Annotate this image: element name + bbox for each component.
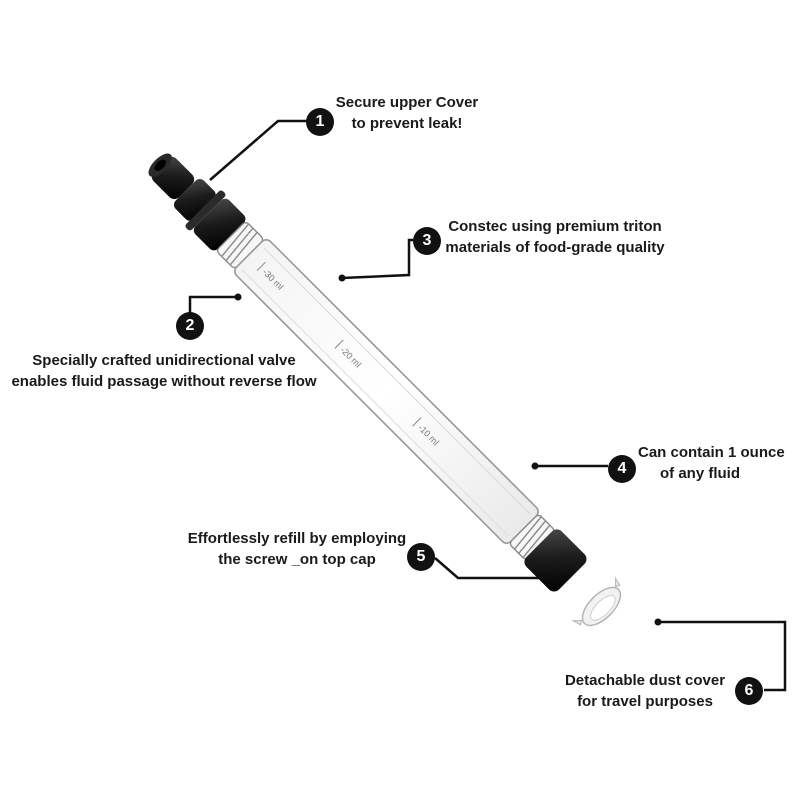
- callout-text-1: Secure upper Cover to prevent leak!: [332, 92, 482, 134]
- tube-body: -30 ml -20 ml -10 ml: [234, 239, 539, 544]
- callout-text-3: Constec using premium triton materials o…: [444, 216, 666, 258]
- callout-5-line-2: the screw _on top cap: [218, 551, 376, 568]
- refill-tube-assembly: -30 ml -20 ml -10 ml: [148, 153, 622, 627]
- leader-line-1: [209, 119, 308, 181]
- dust-cover: [571, 576, 622, 627]
- callout-6-line-1: Detachable dust cover: [564, 672, 726, 689]
- callout-badge-5: 5: [407, 543, 435, 571]
- upper-cover: [148, 153, 246, 251]
- callout-text-5: Effortlessly refill by employing the scr…: [186, 528, 408, 570]
- callout-badge-1: 1: [306, 108, 334, 136]
- callout-2-line-1: Specially crafted unidirectional valve: [32, 352, 296, 369]
- bottom-thread: [509, 514, 555, 560]
- callout-5-line-1: Effortlessly refill by employing: [187, 530, 407, 547]
- top-thread: [217, 222, 264, 269]
- callout-badge-2: 2: [176, 312, 204, 340]
- callout-3-line-1: Constec using premium triton: [448, 218, 662, 235]
- callout-badge-4: 4: [608, 455, 636, 483]
- callout-2-line-2: enables fluid passage without reverse fl…: [11, 373, 317, 390]
- screw-top-cap: [524, 529, 587, 592]
- callout-6-line-2: for travel purposes: [577, 693, 713, 710]
- callout-4-line-2: of any fluid: [660, 465, 740, 482]
- leader-line-3: [341, 238, 413, 280]
- callout-4-line-1: Can contain 1 ounce: [638, 444, 785, 461]
- leader-line-6: [658, 620, 787, 692]
- callout-text-6: Detachable dust cover for travel purpose…: [560, 670, 730, 712]
- callout-1-line-2: to prevent leak!: [351, 115, 463, 132]
- callout-text-2: Specially crafted unidirectional valve e…: [5, 350, 323, 392]
- leader-lines: [188, 119, 787, 692]
- leader-line-5: [434, 557, 545, 580]
- callout-text-4: Can contain 1 ounce of any fluid: [638, 442, 785, 484]
- callout-3-line-2: materials of food-grade quality: [445, 239, 665, 256]
- callout-badge-6: 6: [735, 677, 763, 705]
- callout-1-line-1: Secure upper Cover: [335, 94, 479, 111]
- callout-badge-3: 3: [413, 227, 441, 255]
